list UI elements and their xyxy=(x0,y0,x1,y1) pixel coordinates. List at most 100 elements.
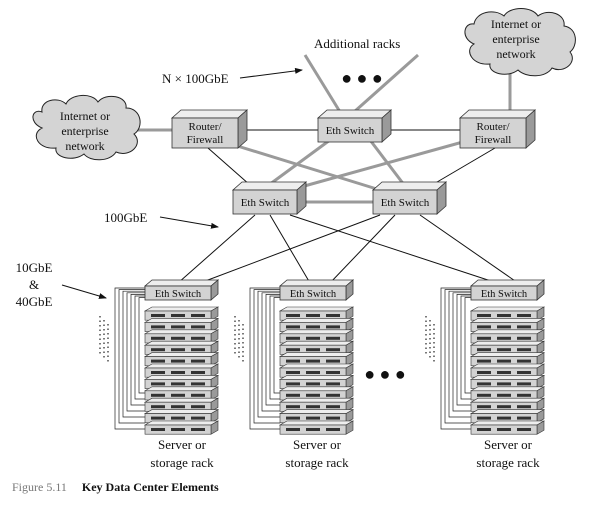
link-aggR-rack1 xyxy=(199,214,381,284)
server-slot xyxy=(477,393,491,397)
server-slot xyxy=(497,336,511,340)
server-slot xyxy=(171,428,185,431)
core-switch-front xyxy=(317,117,383,143)
rack-switch-label: Eth Switch xyxy=(481,289,528,300)
rack-label-line2: storage rack xyxy=(285,455,349,470)
server-slot xyxy=(477,314,491,317)
server-slot xyxy=(151,314,165,317)
rack-cable xyxy=(440,287,471,430)
server-unit-top xyxy=(143,340,220,346)
rack-cable xyxy=(456,294,471,406)
middle-ellipsis: ● ● ● xyxy=(364,364,406,384)
server-slot xyxy=(191,359,205,363)
rack-switch-label: Eth Switch xyxy=(155,289,202,300)
rack-cable xyxy=(269,295,280,400)
rack-switch-front xyxy=(470,285,538,301)
server-slot xyxy=(306,393,320,397)
server-unit-top xyxy=(143,397,220,403)
server-slot xyxy=(286,348,300,352)
server-slot xyxy=(517,382,531,386)
server-slot xyxy=(306,359,320,363)
server-slot xyxy=(497,416,511,420)
router-right-top xyxy=(458,109,537,119)
server-slot xyxy=(286,371,300,374)
server-slot xyxy=(286,325,300,329)
arrow-10gbe xyxy=(61,284,107,299)
agg-eth-switch-right: Eth Switch xyxy=(371,181,448,215)
server-slot xyxy=(191,371,205,374)
cloud-right-line1: Internet or xyxy=(491,17,541,31)
rack-cable xyxy=(273,297,280,394)
server-unit-top xyxy=(278,386,355,392)
link-additional-left xyxy=(303,54,347,121)
rack-label-line2: storage rack xyxy=(150,455,214,470)
router-left-line1: Router/ xyxy=(189,121,223,133)
server-slot xyxy=(191,428,205,431)
thin-links xyxy=(177,129,519,284)
server-slot xyxy=(326,371,340,374)
server-slot xyxy=(326,416,340,420)
rack-cable xyxy=(118,289,145,424)
rack-cable xyxy=(444,289,471,424)
server-unit-top xyxy=(143,420,220,426)
server-slot xyxy=(151,348,165,352)
figure-title: Key Data Center Elements xyxy=(81,480,219,494)
server-unit-top xyxy=(469,352,546,357)
server-slot xyxy=(517,336,531,340)
server-slot xyxy=(477,405,491,409)
server-unit-top xyxy=(143,329,220,335)
server-unit-top xyxy=(469,306,546,312)
server-slot xyxy=(497,393,511,397)
server-unit-top xyxy=(469,375,546,380)
server-slot xyxy=(497,382,511,386)
rack-cable xyxy=(464,297,471,394)
cloud-right-line3: network xyxy=(496,47,535,61)
server-unit-top xyxy=(143,409,220,414)
server-slot xyxy=(306,348,320,352)
agg-left-top xyxy=(231,181,308,191)
server-slot xyxy=(151,382,165,386)
server-unit-top xyxy=(278,340,355,346)
server-slot xyxy=(326,314,340,317)
server-slot xyxy=(497,371,511,374)
server-slot xyxy=(477,428,491,431)
server-slot xyxy=(497,359,511,363)
server-slot xyxy=(171,382,185,386)
router-firewall-right: Router/ Firewall xyxy=(458,109,537,149)
router-left-front xyxy=(171,117,239,149)
rack-switch-top xyxy=(469,279,546,287)
server-slot xyxy=(171,325,185,329)
server-unit-top xyxy=(143,306,220,312)
rack-cable xyxy=(460,295,471,400)
rack-cable xyxy=(122,290,145,418)
router-left-top xyxy=(170,109,249,119)
nx100gbe-label: N × 100GbE xyxy=(162,71,229,86)
server-unit-top xyxy=(469,386,546,392)
server-slot xyxy=(517,393,531,397)
server-slot xyxy=(497,314,511,317)
server-slot xyxy=(286,405,300,409)
server-slot xyxy=(151,405,165,409)
core-switch-top xyxy=(316,109,393,119)
server-slot xyxy=(517,405,531,409)
server-slot xyxy=(326,428,340,431)
cloud-left-shape xyxy=(32,95,141,161)
link-additional-right xyxy=(344,53,419,122)
rack-label-line1: Server or xyxy=(293,437,342,452)
server-slot xyxy=(477,348,491,352)
agg-right-front xyxy=(372,189,438,215)
server-slot xyxy=(517,348,531,352)
server-slot xyxy=(306,371,320,374)
server-slot xyxy=(326,359,340,363)
server-slot xyxy=(171,359,185,363)
server-slot xyxy=(517,371,531,374)
server-slot xyxy=(517,359,531,363)
core-switch-label: Eth Switch xyxy=(326,125,375,137)
rack-cable xyxy=(134,295,145,400)
server-slot xyxy=(326,325,340,329)
cloud-right-shape xyxy=(464,8,576,77)
server-slot xyxy=(306,416,320,420)
server-slot xyxy=(191,314,205,317)
